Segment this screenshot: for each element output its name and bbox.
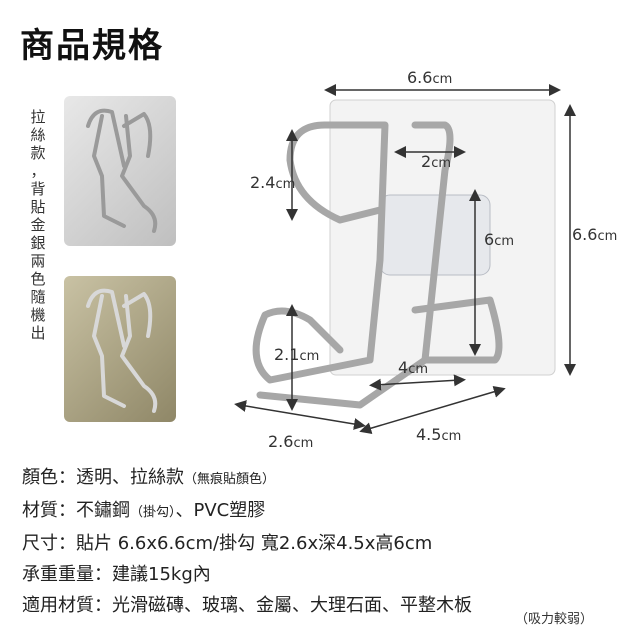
footnote: （吸力較弱） — [515, 612, 594, 627]
spec-list: 顏色：透明、拉絲款（無痕貼顏色） 材質：不鏽鋼（掛勾）、PVC塑膠 尺寸：貼片 … — [22, 462, 472, 621]
note-char: 隨 — [30, 288, 46, 306]
spec-material: 材質：不鏽鋼（掛勾）、PVC塑膠 — [22, 500, 266, 521]
top-width-label: 2cm — [421, 152, 451, 171]
plate-width-label: 6.6cm — [407, 68, 453, 87]
plate-height-label: 6.6cm — [572, 225, 618, 244]
note-char: 貼 — [30, 198, 46, 216]
front-width-label: 2.6cm — [268, 432, 314, 451]
note-char: 機 — [30, 306, 46, 324]
transparent-variant-image — [64, 96, 176, 246]
top-height-label: 2.4cm — [250, 173, 296, 192]
spec-size: 尺寸：貼片 6.6x6.6cm/掛勾 寬2.6x深4.5x高6cm — [22, 533, 433, 554]
note-char: 出 — [30, 324, 46, 342]
spec-surfaces: 適用材質：光滑磁磚、玻璃、金屬、大理石面、平整木板 — [22, 595, 472, 616]
note-char: 絲 — [30, 126, 46, 144]
note-char: 拉 — [30, 108, 46, 126]
note-char: 色 — [30, 270, 46, 288]
page-title: 商品規格 — [20, 26, 164, 66]
note-char: 金 — [30, 216, 46, 234]
hook-dimension-diagram — [234, 84, 576, 435]
note-char: 兩 — [30, 252, 46, 270]
note-char: 款 — [30, 144, 46, 162]
bottom-height-label: 2.1cm — [274, 345, 320, 364]
brushed-variant-image — [64, 276, 176, 422]
dimension-arrows — [234, 84, 576, 435]
spec-color: 顏色：透明、拉絲款（無痕貼顏色） — [22, 467, 276, 488]
note-char: 銀 — [30, 234, 46, 252]
depth-label: 4.5cm — [416, 425, 462, 444]
note-char: 背 — [30, 180, 46, 198]
variant-note: 拉 絲 款 ， 背 貼 金 銀 兩 色 隨 機 出 — [28, 108, 48, 342]
hook-height-label: 6cm — [484, 230, 514, 249]
bottom-inner-label: 4cm — [398, 358, 428, 377]
note-char: ， — [30, 162, 46, 180]
spec-load: 承重重量：建議15kg內 — [22, 564, 211, 585]
